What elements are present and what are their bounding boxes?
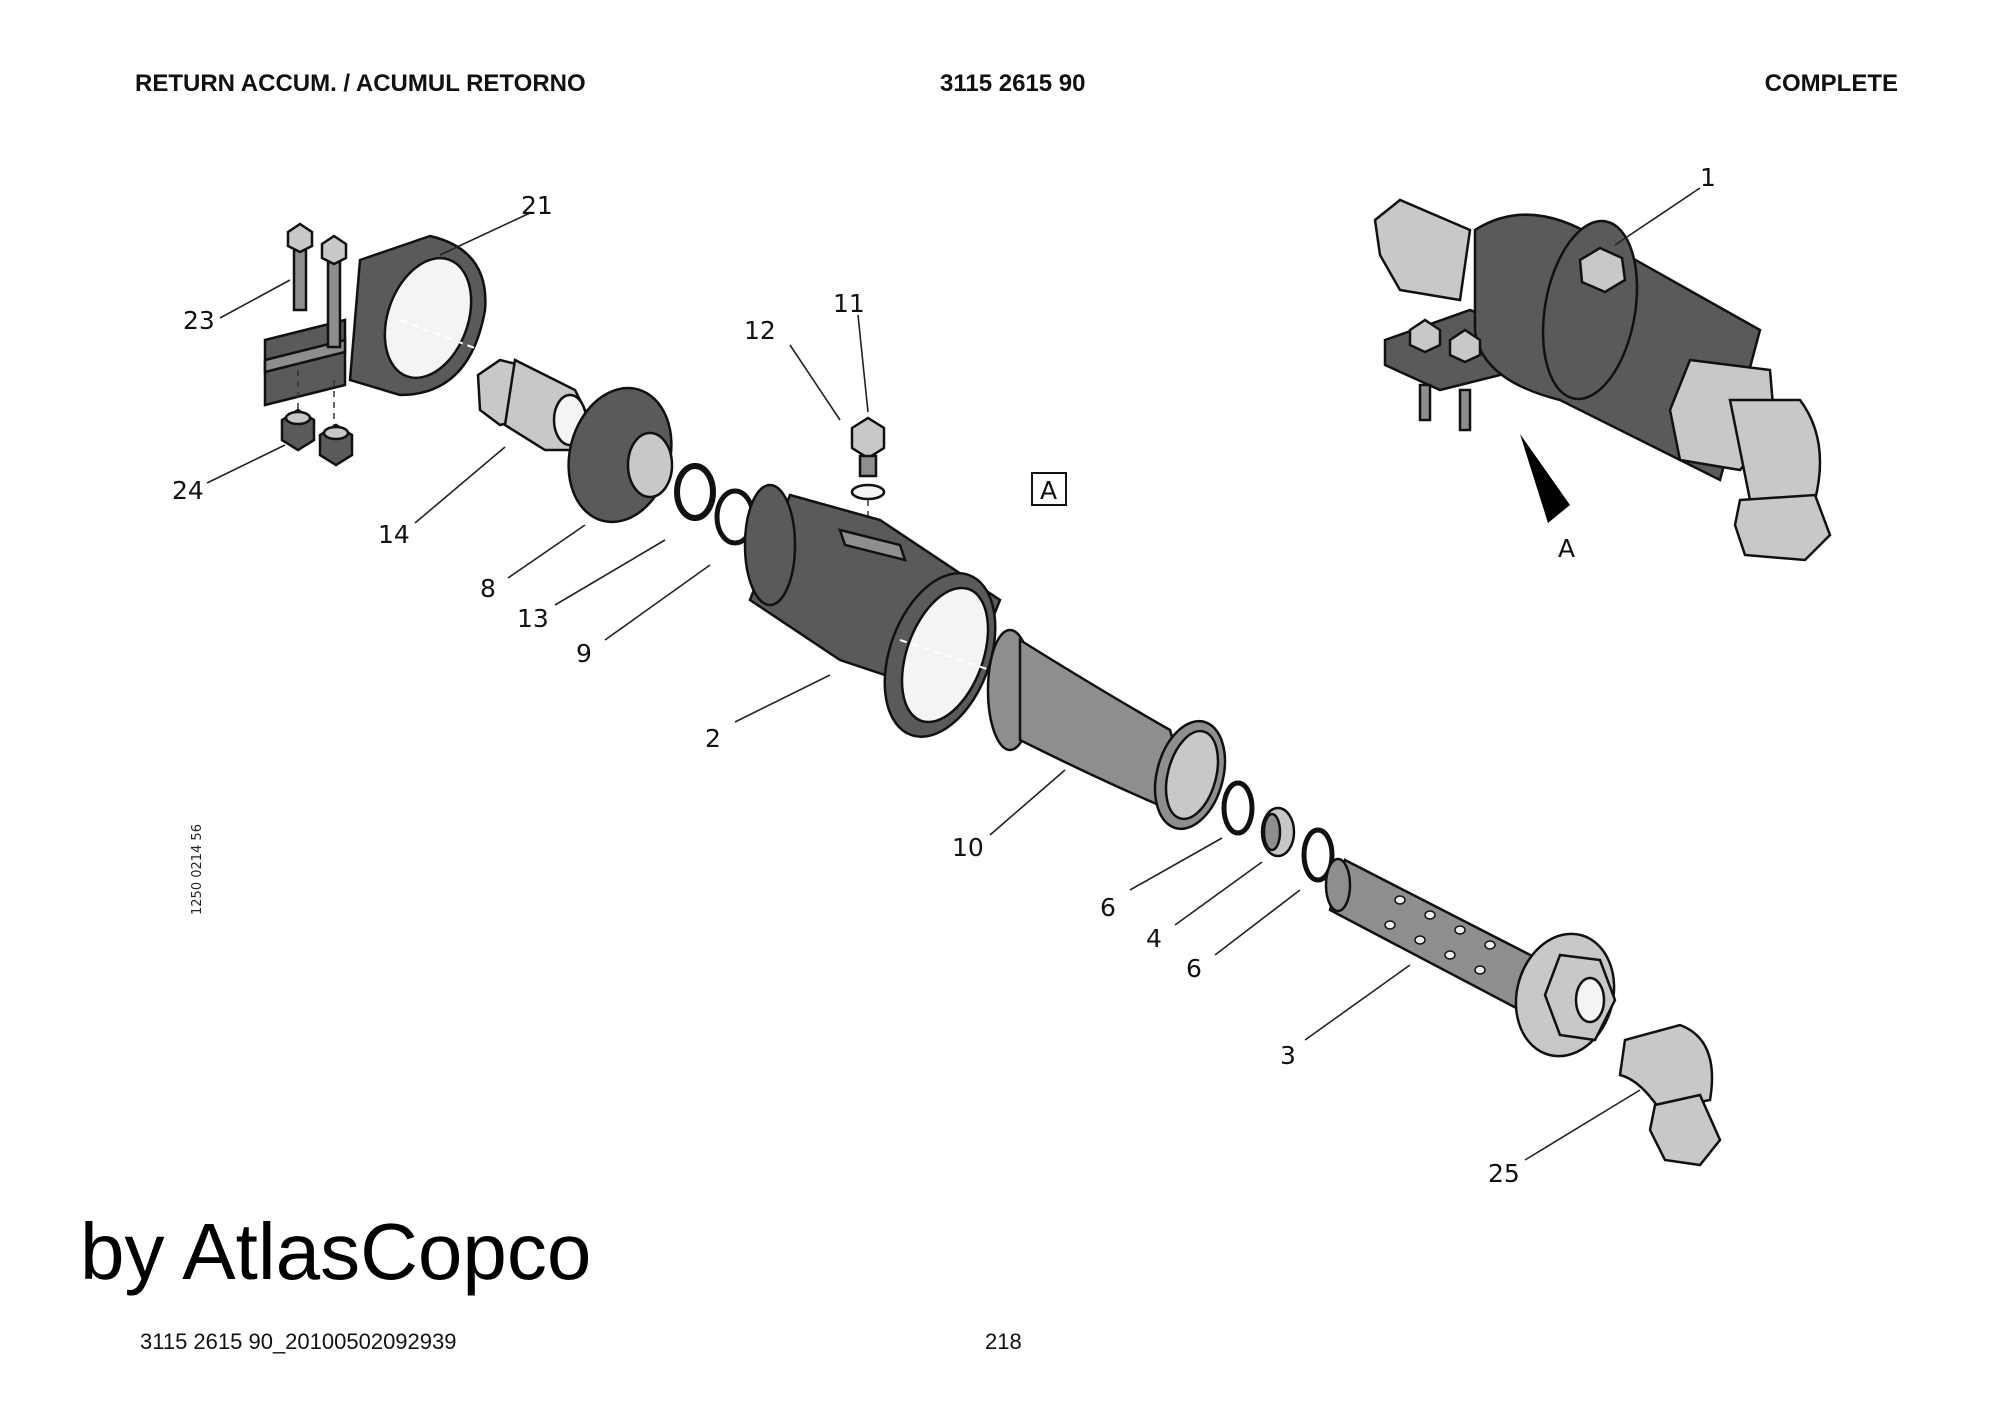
callout-12: 12 — [744, 316, 776, 345]
part-12-washer — [850, 483, 886, 501]
callout-13: 13 — [517, 604, 549, 633]
page-title: RETURN ACCUM. / ACUMUL RETORNO — [135, 70, 586, 97]
part-4-spacer — [1260, 806, 1296, 858]
view-arrow-label: A — [1558, 534, 1575, 563]
part-21-clamp — [263, 234, 487, 407]
part-10-bladder — [986, 628, 1227, 831]
callout-6a: 6 — [1100, 893, 1116, 922]
callout-labels: 1 2 3 4 6 6 8 9 10 11 12 13 14 21 23 24 … — [172, 163, 1716, 1188]
watermark: by AtlasCopco — [80, 1207, 592, 1296]
file-id: 3115 2615 90_20100502092939 — [140, 1329, 457, 1354]
part-2-accumulator-body — [743, 483, 1002, 738]
part-25-elbow — [1618, 1023, 1722, 1167]
callout-8: 8 — [480, 574, 496, 603]
part-24-nuts — [280, 370, 354, 467]
part-14-fitting — [476, 358, 592, 452]
assembly-status: COMPLETE — [1764, 70, 1898, 97]
part-3-filter-tube — [1324, 857, 1617, 1058]
callout-25: 25 — [1488, 1159, 1520, 1188]
callout-6b: 6 — [1186, 954, 1202, 983]
part-8-cover — [567, 386, 674, 524]
leader-lines — [206, 187, 1701, 1161]
part-23-bolts — [286, 222, 348, 349]
drawing-number: 1250 0214 56 — [190, 824, 205, 915]
callout-21: 21 — [521, 191, 553, 220]
callout-23: 23 — [183, 306, 215, 335]
callout-3: 3 — [1280, 1041, 1296, 1070]
callout-9: 9 — [576, 639, 592, 668]
part-1-complete-assembly — [1373, 198, 1832, 562]
part-number: 3115 2615 90 — [940, 70, 1086, 97]
part-6-o-ring — [1221, 780, 1255, 836]
part-6-o-ring-2 — [1301, 827, 1335, 883]
callout-1: 1 — [1700, 163, 1716, 192]
callout-4: 4 — [1146, 924, 1162, 953]
part-11-plug — [850, 416, 886, 540]
callout-24: 24 — [172, 476, 204, 505]
view-label-box: A — [1031, 472, 1067, 506]
callout-11: 11 — [833, 289, 865, 318]
page-number: 218 — [985, 1329, 1022, 1354]
svg-text:A: A — [1040, 476, 1057, 505]
callout-2: 2 — [705, 724, 721, 753]
view-arrow-icon — [1520, 434, 1570, 523]
part-13-seal-ring — [674, 463, 716, 521]
callout-10: 10 — [952, 833, 984, 862]
callout-14: 14 — [378, 520, 410, 549]
